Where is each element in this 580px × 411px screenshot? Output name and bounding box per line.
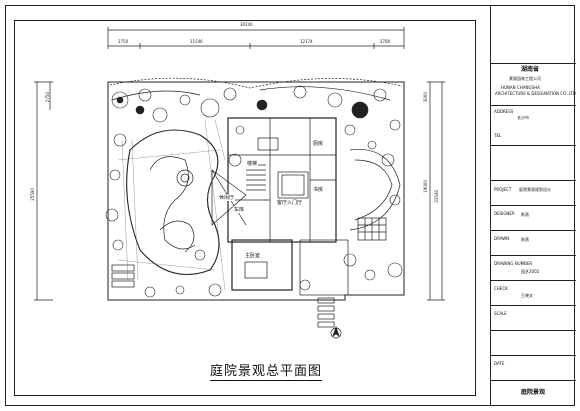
stair bbox=[246, 164, 266, 191]
company-name-cn-2: 景观园林工程公司 bbox=[509, 76, 541, 81]
address-value: 长沙市 bbox=[517, 115, 529, 120]
paving-grid bbox=[117, 119, 226, 291]
drawn-value: 陈燕 bbox=[521, 237, 529, 242]
fountain bbox=[176, 169, 194, 187]
dimension-top-2: 11546 bbox=[190, 39, 203, 44]
sheet-label: 庭院景观 bbox=[521, 389, 546, 396]
room-label-leisure-hall: 休闲厅 bbox=[218, 194, 236, 201]
room-label-stair: 楼梯 bbox=[246, 160, 259, 167]
drawn-label: DRAWN bbox=[494, 236, 510, 241]
designer-label: DESIGNER bbox=[494, 211, 515, 216]
drawing-sheet-border bbox=[14, 20, 476, 396]
date-label: DATE bbox=[494, 361, 505, 366]
drawing-number-value: 园艺2002 bbox=[521, 269, 540, 274]
room-label-living: 客厅入门厅 bbox=[276, 199, 304, 206]
title-block: 湖南省 景观园林工程公司 HUNAN CHANGSHA ARCHITECTURE… bbox=[490, 5, 576, 406]
designer-value: 陈燕 bbox=[521, 212, 529, 217]
project-value: 庭院景观规划设计 bbox=[519, 187, 551, 192]
sofa-set bbox=[281, 174, 305, 196]
drawing-number-label: DRAWING NUMBER bbox=[494, 261, 533, 266]
check-value: 王晓文 bbox=[521, 293, 533, 298]
trees bbox=[105, 85, 403, 298]
dimension-overall-top: 30240 bbox=[240, 22, 253, 27]
garden-steps bbox=[111, 264, 135, 288]
site-plan-drawing bbox=[34, 27, 445, 339]
company-name-en: HUNAN CHANGSHA bbox=[501, 85, 540, 90]
room-label-master-bedroom: 主卧室 bbox=[244, 252, 262, 259]
drawing-title: 庭院景观总平面图 bbox=[210, 360, 323, 381]
room-label-kitchen: 厨房 bbox=[312, 140, 325, 147]
address-label: ADDRESS bbox=[494, 109, 514, 114]
garden-pool bbox=[126, 129, 220, 276]
pergola bbox=[211, 169, 247, 226]
room-label-garage: 车库 bbox=[233, 206, 246, 213]
check-label: CHECK bbox=[494, 286, 508, 291]
scale-label: SCALE bbox=[494, 311, 507, 316]
bed bbox=[244, 261, 268, 279]
company-name-en-2: ARCHITECTURE & DESIGNATION CO.,LTD bbox=[495, 91, 576, 96]
patio-fan bbox=[349, 149, 401, 231]
dimension-top-4: 2780 bbox=[380, 39, 391, 44]
company-name-cn: 湖南省 bbox=[521, 66, 540, 73]
bedroom-wing bbox=[231, 239, 293, 291]
room-label-study: 书房 bbox=[312, 186, 325, 193]
tel-label: TEL bbox=[494, 133, 502, 138]
dimension-top-1: 2750 bbox=[118, 39, 129, 44]
project-label: PROJECT bbox=[494, 187, 512, 192]
dining-table bbox=[257, 137, 279, 151]
stepping-stones bbox=[317, 297, 335, 328]
dimension-top-3: 12174 bbox=[300, 39, 313, 44]
